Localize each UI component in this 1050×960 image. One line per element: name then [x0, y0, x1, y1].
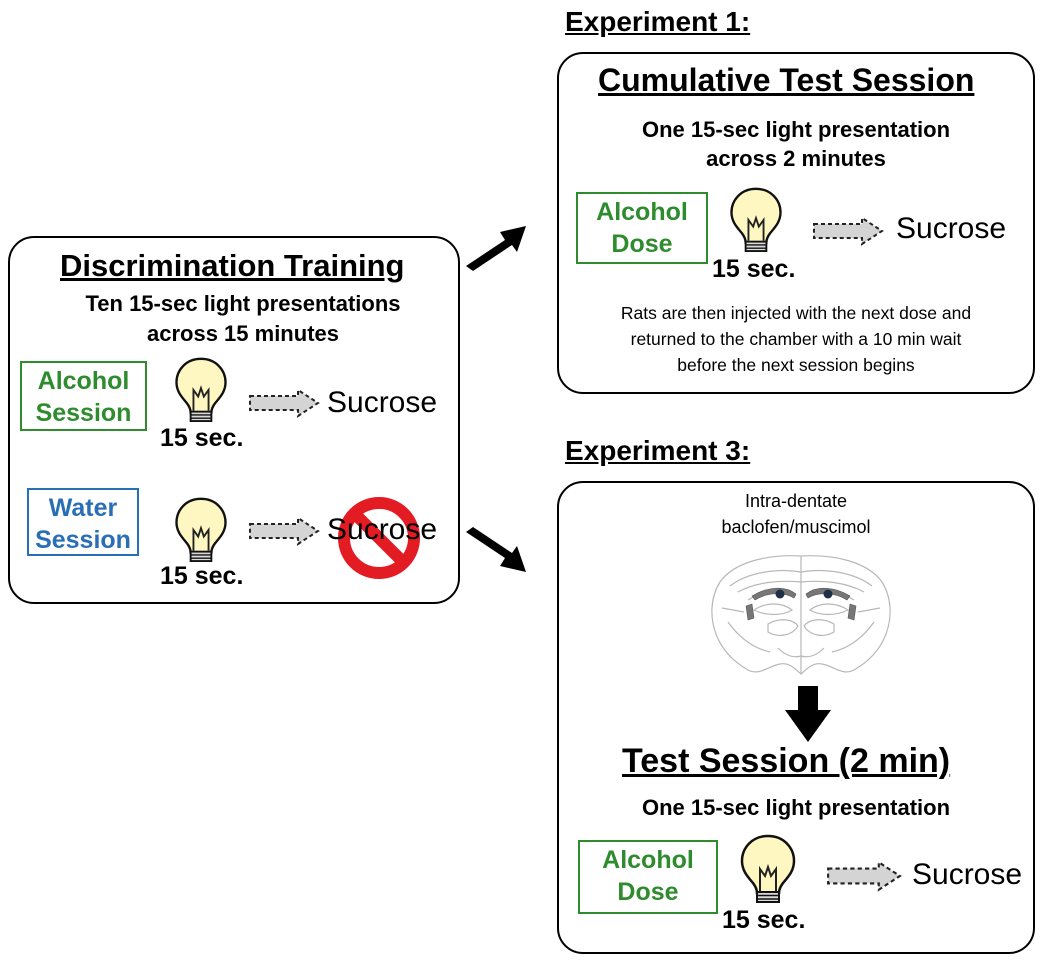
experiment3-alcohol-dose-box: Alcohol Dose: [578, 840, 718, 914]
experiment1-label: Experiment 1:: [565, 6, 751, 37]
experiment1-condition-line2: Dose: [611, 230, 673, 258]
training-subtitle-line2: across 15 minutes: [147, 321, 339, 346]
dashed-arrow-icon: [249, 517, 319, 545]
alcohol-session-label-line2: Session: [35, 399, 132, 427]
alcohol-session-duration: 15 sec.: [160, 424, 244, 452]
dashed-arrow-icon: [813, 217, 883, 245]
alcohol-session-label-line1: Alcohol: [37, 367, 130, 395]
water-session-box: Water Session: [27, 488, 139, 556]
lightbulb-icon: [730, 187, 782, 252]
experiment3-condition-line2: Dose: [617, 878, 679, 906]
lightbulb-icon: [175, 497, 227, 562]
dashed-arrow-icon: [827, 861, 901, 891]
black-arrow-icon: [466, 226, 526, 271]
water-session-outcome: Sucrose: [327, 513, 438, 546]
lightbulb-icon: [175, 357, 227, 422]
experiment1-subtitle-line1: One 15-sec light presentation: [641, 117, 951, 142]
black-arrow-icon: [466, 527, 526, 572]
water-session-label-line2: Session: [35, 526, 131, 554]
brain-section-icon: [711, 555, 891, 675]
experiment3-label: Experiment 3:: [565, 435, 751, 466]
experiment1-note-line2: returned to the chamber with a 10 min wa…: [630, 329, 962, 349]
lightbulb-icon: [740, 834, 796, 903]
experiment3-condition-line1: Alcohol: [602, 846, 694, 874]
training-title: Discrimination Training: [60, 248, 405, 283]
experiment3-infusion-line2: baclofen/muscimol: [721, 517, 871, 537]
experiment1-note-line1: Rats are then injected with the next dos…: [620, 303, 972, 323]
dashed-arrow-icon: [249, 389, 319, 417]
experiment1-panel: [557, 52, 1035, 394]
experiment1-subtitle-line2: across 2 minutes: [706, 146, 886, 171]
water-session-duration: 15 sec.: [160, 562, 244, 590]
experiment3-subtitle: One 15-sec light presentation: [641, 795, 951, 820]
black-arrow-icon: [785, 686, 831, 742]
experiment3-infusion-line1: Intra-dentate: [744, 491, 848, 511]
experiment1-note-line3: before the next session begins: [677, 355, 915, 375]
experiment3-outcome: Sucrose: [912, 858, 1023, 891]
training-subtitle-line1: Ten 15-sec light presentations: [85, 291, 401, 316]
alcohol-session-outcome: Sucrose: [327, 386, 438, 419]
alcohol-session-box: Alcohol Session: [20, 361, 147, 431]
experiment1-outcome: Sucrose: [896, 212, 1007, 245]
water-session-label-line1: Water: [48, 494, 118, 522]
experiment1-duration: 15 sec.: [712, 255, 796, 283]
experiment1-alcohol-dose-box: Alcohol Dose: [576, 192, 708, 264]
no-symbol-icon: [338, 497, 420, 579]
experiment1-condition-line1: Alcohol: [596, 198, 688, 226]
experiment1-title: Cumulative Test Session: [598, 62, 975, 98]
experiment3-title: Test Session (2 min): [622, 742, 951, 780]
experiment3-duration: 15 sec.: [722, 906, 806, 934]
